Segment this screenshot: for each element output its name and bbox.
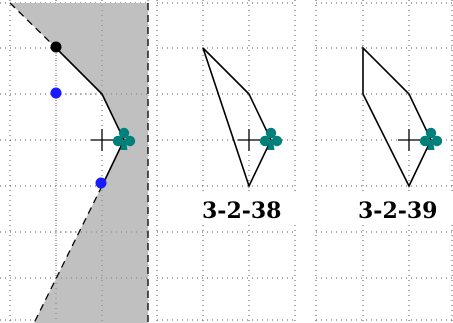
panel-2: 3-2-38: [156, 0, 298, 323]
plus-cross-icon: [91, 129, 113, 151]
dashed-boundary-lower: [33, 185, 103, 323]
panel-1: [0, 0, 150, 323]
black-dot: [50, 41, 62, 53]
club-suit-icon: [112, 127, 136, 150]
panel-label: 3-2-38: [202, 198, 282, 224]
label-backdrop: [356, 194, 453, 222]
quadrilateral-outline: [202, 47, 272, 189]
blue-dot: [50, 87, 62, 99]
plus-cross-icon: [238, 129, 260, 151]
club-suit-icon: [259, 127, 283, 150]
label-backdrop: [200, 194, 298, 222]
plus-cross-icon: [398, 129, 420, 151]
panel-3: 3-2-39: [315, 0, 453, 323]
dotted-grid: [315, 0, 453, 323]
dotted-grid: [156, 0, 297, 323]
pentagon-outline: [362, 46, 432, 188]
shaded-region: [10, 3, 148, 323]
dotted-grid: [0, 0, 150, 323]
solid-boundary: [55, 47, 125, 187]
dashed-boundary: [9, 2, 57, 49]
panel-label: 3-2-39: [358, 198, 438, 224]
blue-dot: [95, 177, 107, 189]
club-suit-icon: [419, 127, 443, 150]
